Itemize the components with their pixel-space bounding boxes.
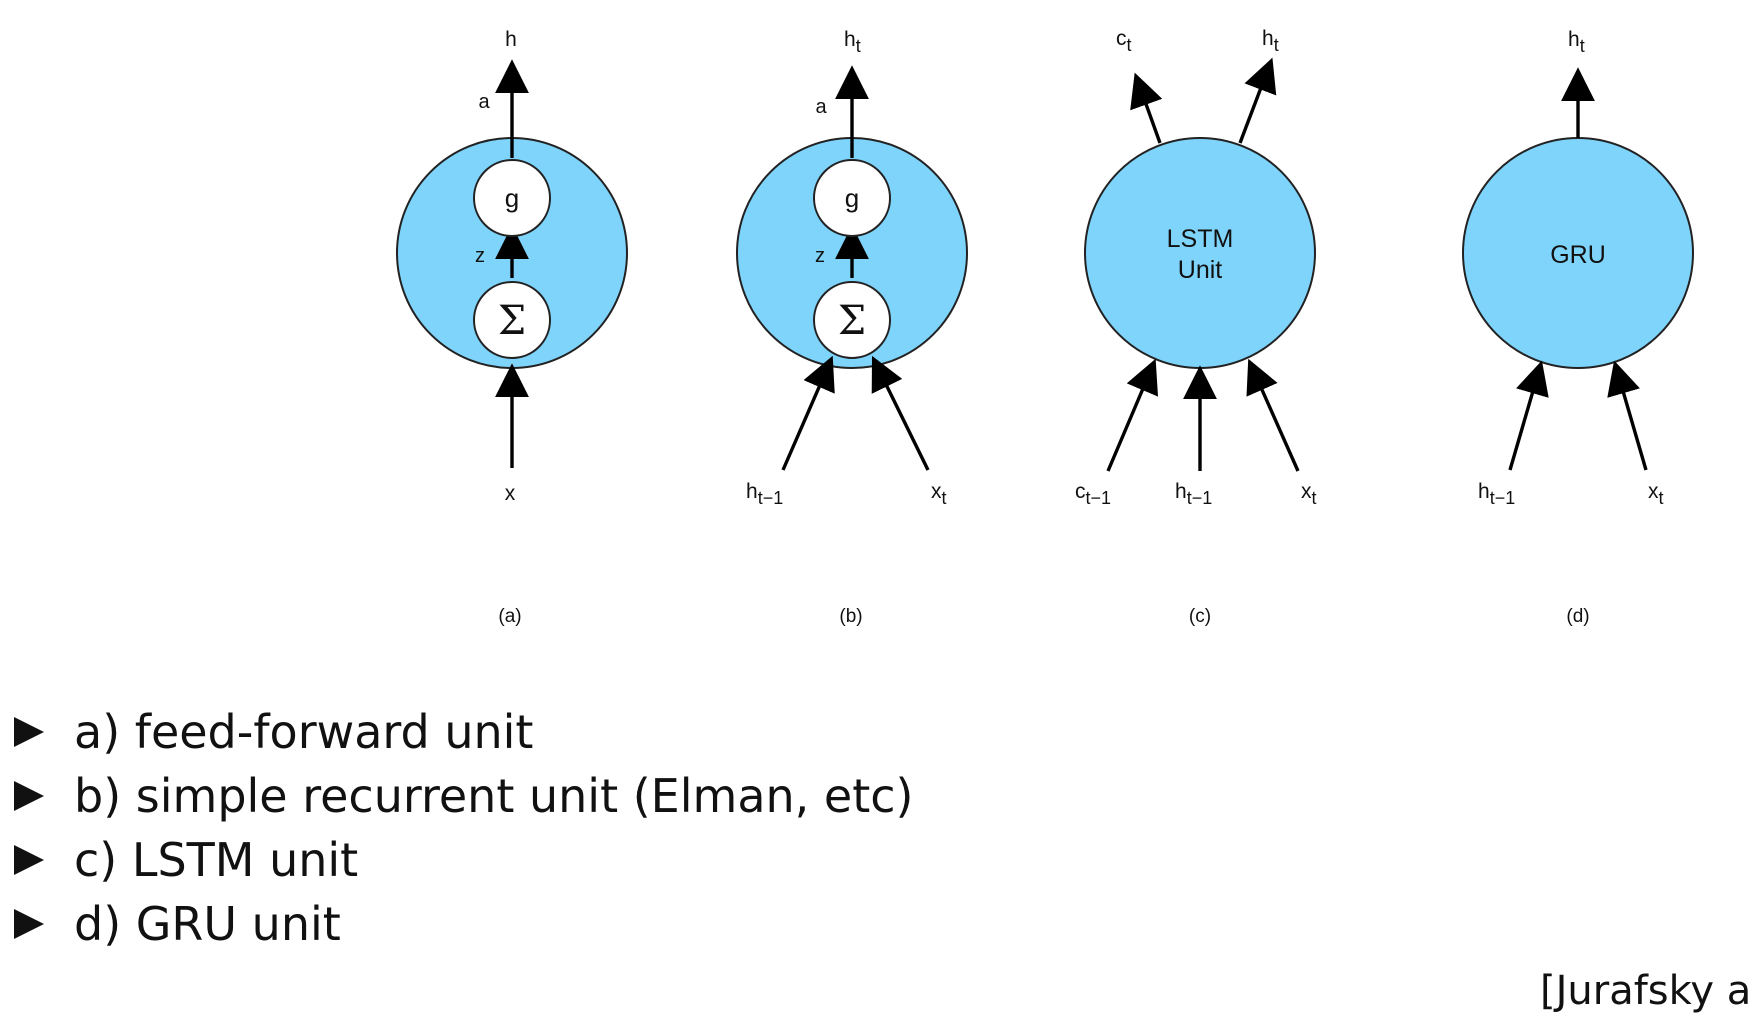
unit-b-z-label: z: [815, 245, 825, 267]
unit-c-cell-output-arrow: [1130, 72, 1163, 144]
unit-a-caption: (a): [498, 606, 521, 627]
unit-c-name-line1: LSTM: [1167, 225, 1234, 253]
unit-b-hidden-input-label: ht−1: [746, 480, 783, 508]
unit-c-caption: (c): [1189, 606, 1211, 627]
unit-c-hidden-output-arrow: [1238, 57, 1277, 144]
unit-b-x-input-arrow: [871, 355, 930, 471]
unit-a-sum-symbol: Σ: [498, 298, 526, 344]
triangle-bullet-icon: [14, 909, 44, 939]
unit-d-name: GRU: [1550, 241, 1606, 269]
triangle-bullet-icon: [14, 781, 44, 811]
unit-d-caption: (d): [1566, 606, 1589, 627]
unit-a-activation-label: g: [505, 183, 519, 213]
unit-b-x-input-label: xt: [931, 480, 947, 508]
unit-c-cell-input-label: ct−1: [1075, 480, 1111, 508]
list-item-text: b) simple recurrent unit (Elman, etc): [74, 769, 914, 823]
list-item: c) LSTM unit: [14, 828, 914, 892]
unit-b-activation-node: [813, 159, 891, 237]
list-item-text: a) feed-forward unit: [74, 705, 534, 759]
unit-b-hidden-input-arrow: [781, 355, 835, 471]
unit-b-sum-node: [813, 281, 891, 359]
unit-d-hidden-input-arrow: [1508, 360, 1549, 471]
list-item: a) feed-forward unit: [14, 700, 914, 764]
unit-type-list: a) feed-forward unit b) simple recurrent…: [14, 700, 914, 956]
unit-d-x-input-label: xt: [1648, 480, 1664, 508]
unit-c-x-input-label: xt: [1301, 480, 1317, 508]
citation: [Jurafsky a: [1540, 968, 1750, 1014]
unit-a-feedforward: g Σ z a h x (a): [396, 28, 628, 627]
unit-b-caption: (b): [839, 606, 862, 627]
list-item-text: c) LSTM unit: [74, 833, 359, 887]
unit-c-hidden-output-label: ht: [1262, 27, 1279, 55]
unit-d-hidden-input-label: ht−1: [1478, 480, 1515, 508]
unit-a-activation-node: [473, 159, 551, 237]
unit-d-gru: GRU ht ht−1 xt (d): [1462, 28, 1694, 627]
unit-c-cell-output-label: ct: [1116, 27, 1132, 55]
rnn-units-diagram: g Σ z a h x (a) g Σ z a ht ht−1 xt (b) L…: [396, 27, 1694, 627]
list-item: d) GRU unit: [14, 892, 914, 956]
unit-a-output-label: h: [505, 28, 517, 51]
triangle-bullet-icon: [14, 845, 44, 875]
unit-a-a-label: a: [478, 91, 490, 113]
unit-d-output-label: ht: [1568, 28, 1585, 56]
list-item-text: d) GRU unit: [74, 897, 341, 951]
unit-c-name-line2: Unit: [1178, 256, 1223, 284]
unit-b-sum-symbol: Σ: [838, 298, 866, 344]
unit-c-x-input-arrow: [1246, 358, 1300, 472]
unit-a-z-label: z: [475, 245, 485, 267]
unit-b-activation-label: g: [845, 183, 859, 213]
unit-b-a-label: a: [815, 96, 827, 118]
triangle-bullet-icon: [14, 717, 44, 747]
unit-c-cell-input-arrow: [1106, 358, 1159, 472]
unit-b-output-label: ht: [844, 28, 861, 56]
unit-c-lstm: LSTM Unit ct ht ct−1 ht−1 xt (c): [1075, 27, 1317, 627]
unit-c-hidden-input-label: ht−1: [1175, 480, 1212, 508]
list-item: b) simple recurrent unit (Elman, etc): [14, 764, 914, 828]
unit-d-x-input-arrow: [1607, 360, 1648, 471]
unit-a-input-label: x: [505, 482, 516, 505]
unit-c-body: [1084, 137, 1316, 369]
unit-b-simple-recurrent: g Σ z a ht ht−1 xt (b): [736, 28, 968, 627]
unit-a-sum-node: [473, 281, 551, 359]
